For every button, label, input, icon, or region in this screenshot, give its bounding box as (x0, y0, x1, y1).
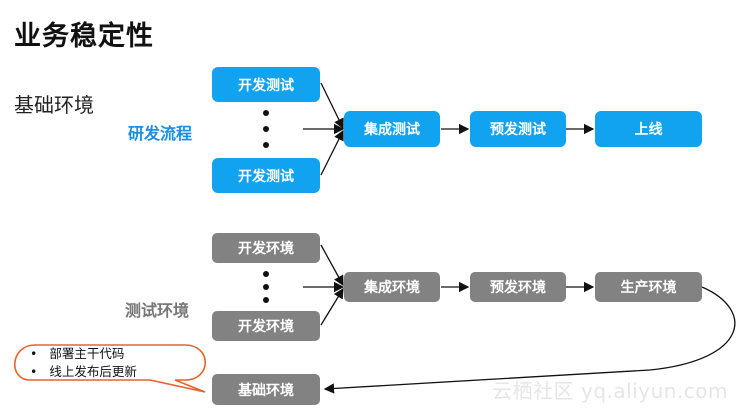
page-title: 业务稳定性 (14, 21, 154, 52)
ellipsis-dot (263, 284, 269, 290)
callout-item: 部署主干代码 (30, 345, 137, 363)
dev-test-box-bottom: 开发测试 (212, 158, 320, 193)
pre-release-test-box: 预发测试 (470, 111, 566, 147)
page-subtitle: 基础环境 (14, 93, 94, 117)
production-env-box: 生产环境 (595, 272, 702, 302)
arrow-production-to-base (323, 286, 736, 394)
integration-test-box: 集成测试 (344, 111, 440, 147)
dev-env-box-bottom: 开发环境 (212, 311, 320, 341)
ellipsis-dot (263, 297, 269, 303)
arrow-devenv-bottom-to-integration (320, 287, 344, 326)
ellipsis-dot (263, 126, 269, 132)
arrow-devenv-top-to-integration (320, 244, 344, 287)
test-env-label: 测试环境 (125, 301, 190, 320)
ellipsis-dot (263, 110, 269, 116)
ellipsis-dot (263, 142, 269, 148)
callout-item: 线上发布后更新 (30, 363, 137, 381)
callout-list: 部署主干代码 线上发布后更新 (30, 345, 137, 381)
pre-release-env-box: 预发环境 (470, 272, 566, 302)
arrow-devtest-top-to-integration (320, 82, 344, 130)
watermark: 云栖社区 yq.aliyun.com (492, 379, 728, 403)
dev-flow-label: 研发流程 (128, 124, 193, 143)
base-env-box: 基础环境 (212, 374, 320, 405)
arrow-devtest-bottom-to-integration (320, 129, 344, 176)
dev-env-box-top: 开发环境 (212, 233, 320, 263)
integration-env-box: 集成环境 (344, 272, 440, 302)
go-live-box: 上线 (595, 111, 702, 147)
ellipsis-dot (263, 271, 269, 277)
dev-test-box-top: 开发测试 (212, 67, 320, 102)
